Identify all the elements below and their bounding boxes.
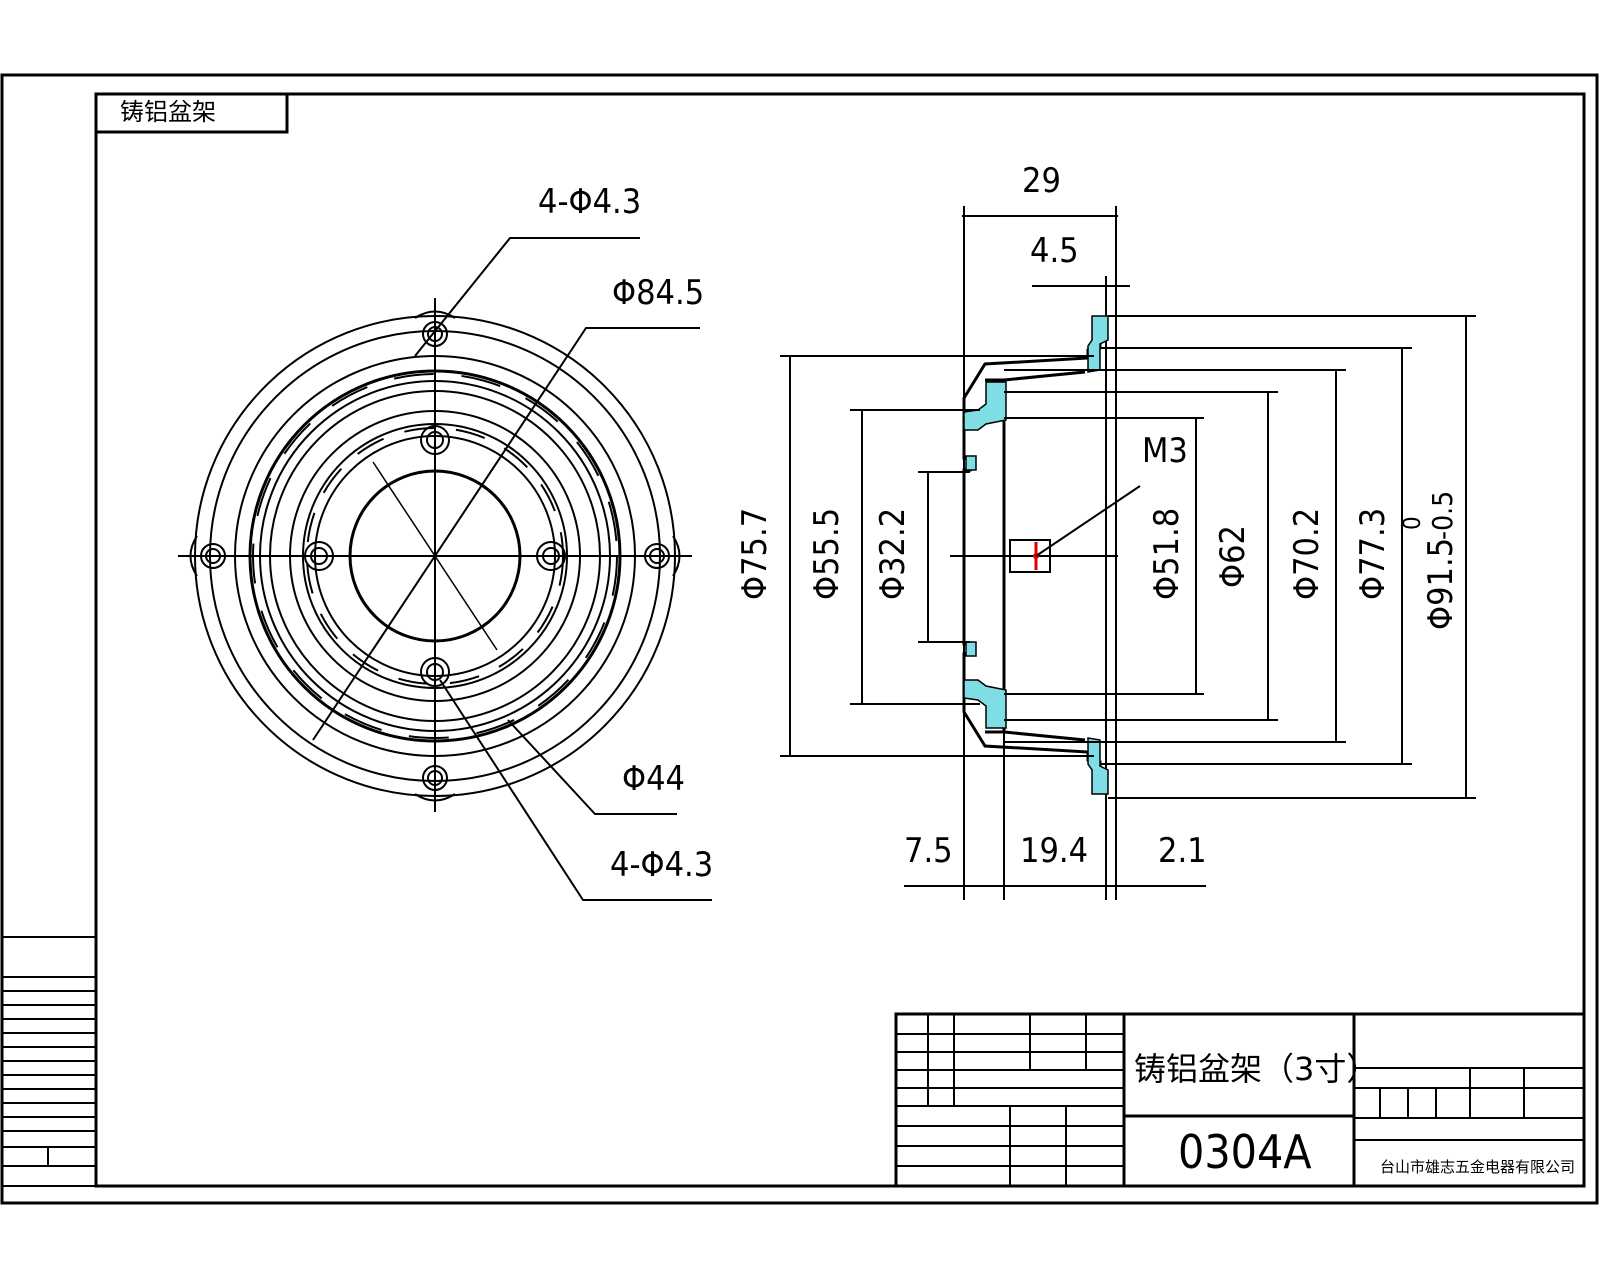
front-view bbox=[178, 237, 712, 901]
label-outer-diameter: Φ84.5 bbox=[612, 273, 704, 313]
inner-border bbox=[94, 92, 1586, 1188]
dim-d70-2: Φ70.2 bbox=[1287, 508, 1327, 600]
dim-d91-5: Φ91.5 bbox=[1421, 538, 1461, 630]
thread-label-m3: M3 bbox=[1142, 431, 1188, 471]
dim-d75-7: Φ75.7 bbox=[735, 508, 775, 600]
corner-label-box: 铸铝盆架 bbox=[96, 94, 289, 134]
dim-right-2-1: 2.1 bbox=[1158, 831, 1207, 871]
dim-d62: Φ62 bbox=[1213, 525, 1253, 588]
dim-d51-8: Φ51.8 bbox=[1147, 508, 1187, 600]
outer-border bbox=[0, 73, 1599, 1205]
dim-left-7-5: 7.5 bbox=[904, 831, 953, 871]
side-view bbox=[780, 206, 1476, 900]
outer-mounting-holes bbox=[200, 321, 670, 791]
inner-mounting-holes bbox=[304, 425, 566, 687]
vertical-diameter-labels: Φ75.7 Φ55.5 Φ32.2 Φ51.8 Φ62 Φ70.2 Φ77.3 … bbox=[735, 491, 1461, 630]
dim-flange-4-5: 4.5 bbox=[1030, 231, 1079, 271]
section-hatch bbox=[963, 315, 1109, 795]
dim-mid-19-4: 19.4 bbox=[1020, 831, 1088, 871]
label-holes-bottom: 4-Φ4.3 bbox=[610, 845, 713, 885]
tolerance-lower: -0.5 bbox=[1426, 491, 1459, 540]
label-holes-top: 4-Φ4.3 bbox=[538, 182, 641, 222]
company-name: 台山市雄志五金电器有限公司 bbox=[1380, 1158, 1575, 1176]
left-stub-table bbox=[1, 936, 97, 1187]
corner-label: 铸铝盆架 bbox=[120, 98, 216, 126]
label-inner-diameter: Φ44 bbox=[622, 759, 685, 799]
tolerance-upper: 0 bbox=[1398, 516, 1426, 530]
dim-d55-5: Φ55.5 bbox=[807, 508, 847, 600]
title-block bbox=[894, 1012, 1586, 1188]
dim-overall-29: 29 bbox=[1022, 161, 1061, 201]
part-number: 0304A bbox=[1178, 1125, 1312, 1179]
dim-d32-2: Φ32.2 bbox=[873, 508, 913, 600]
dim-d77-3: Φ77.3 bbox=[1353, 508, 1393, 600]
part-name: 铸铝盆架（3寸） bbox=[1134, 1050, 1378, 1088]
